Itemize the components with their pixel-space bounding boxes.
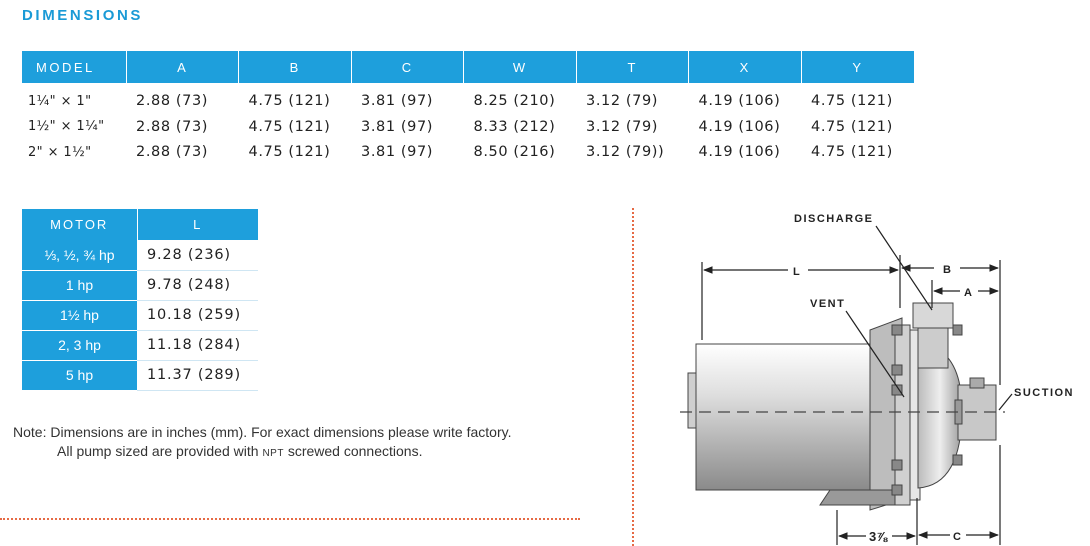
length-cell: 11.37 (289) [137,360,258,391]
table-row: 1 hp 9.78 (248) [22,270,258,301]
value-cell: 4.19 (106) [698,144,781,161]
motor-cell: 5 hp [22,360,137,391]
page-heading: DIMENSIONS [22,7,144,24]
value-cell: 4.75 (121) [248,93,331,109]
value-cell: 3.12 (79) [586,93,659,109]
motor-header-row: MOTOR L [22,209,258,240]
header-w: W [463,51,577,83]
table-row: 1½ hp 10.18 (259) [22,300,258,331]
value-cell: 4.19 (106) [698,93,781,109]
pump-dimension-drawing: L B A DISCHARGE VENT SUCTION 3⅞ C [680,213,1074,545]
label-l: L [793,266,801,278]
length-cell: 10.18 (259) [137,300,258,331]
model-cell: 1¼" × 1" [28,93,92,109]
note-line-2-end: screwed connections. [283,443,423,459]
dimensions-table: MODEL A B C W T X Y 1¼" × 1" 2.88 (73) 4… [22,51,914,165]
table-row: 2, 3 hp 11.18 (284) [22,330,258,361]
value-cell: 4.75 (121) [811,144,893,161]
length-cell: 9.78 (248) [137,270,258,301]
value-cell: 3.81 (97) [361,118,434,135]
length-cell: 9.28 (236) [137,240,258,271]
dotted-divider-vertical [632,208,634,546]
label-a: A [964,287,973,299]
note-line-2: All pump sized are provided with NPT scr… [13,442,613,463]
header-motor: MOTOR [22,209,138,240]
model-cell: 2" × 1½" [28,144,92,160]
leader-suction [998,393,1013,411]
header-a: A [126,51,239,83]
leader-discharge [875,225,933,311]
table-row: 1¼" × 1" 2.88 (73) 4.75 (121) 3.81 (97) … [22,83,914,114]
value-cell: 8.50 (216) [473,144,556,161]
value-cell: 4.75 (121) [248,144,331,161]
label-discharge: DISCHARGE [794,213,874,225]
leader-vent [845,310,905,398]
value-cell: 2.88 (73) [136,144,209,161]
value-cell: 3.81 (97) [361,144,434,161]
header-model: MODEL [22,51,127,83]
value-cell: 2.88 (73) [136,93,209,109]
table-row: 5 hp 11.37 (289) [22,360,258,391]
motor-cell: ⅓, ½, ¾ hp [22,240,137,271]
value-cell: 8.25 (210) [473,93,556,109]
note-line-1: Note: Dimensions are in inches (mm). For… [13,424,512,440]
header-b: B [238,51,352,83]
header-c: C [351,51,464,83]
table-row: 1½" × 1¼" 2.88 (73) 4.75 (121) 3.81 (97)… [22,114,914,140]
header-x: X [688,51,802,83]
label-vent: VENT [810,298,845,310]
value-cell: 8.33 (212) [473,118,556,135]
pump-illustration [687,302,997,511]
value-cell: 3.12 (79) [586,118,659,135]
label-suction: SUCTION [1014,387,1074,399]
length-cell: 11.18 (284) [137,330,258,361]
motor-cell: 2, 3 hp [22,330,137,361]
value-cell: 4.75 (121) [811,118,893,135]
table-row: 2" × 1½" 2.88 (73) 4.75 (121) 3.81 (97) … [22,140,914,166]
value-cell: 4.75 (121) [248,118,331,135]
label-foot: 3⅞ [869,529,888,544]
note-npt: NPT [262,448,284,459]
value-cell: 4.19 (106) [698,118,781,135]
label-c: C [953,531,962,543]
motor-table: MOTOR L ⅓, ½, ¾ hp 9.28 (236) 1 hp 9.78 … [22,209,258,391]
note-line-2-start: All pump sized are provided with [57,443,263,459]
header-l: L [137,209,258,240]
motor-cell: 1 hp [22,270,137,301]
value-cell: 3.12 (79)) [586,144,665,161]
value-cell: 4.75 (121) [811,93,893,109]
model-cell: 1½" × 1¼" [28,119,105,135]
dimensions-note: Note: Dimensions are in inches (mm). For… [13,423,613,463]
label-b: B [943,264,952,276]
header-y: Y [801,51,914,83]
value-cell: 2.88 (73) [136,118,209,135]
header-t: T [576,51,689,83]
table-row: ⅓, ½, ¾ hp 9.28 (236) [22,240,258,271]
value-cell: 3.81 (97) [361,93,434,109]
dotted-divider-horizontal [0,518,580,520]
dimensions-header-row: MODEL A B C W T X Y [22,51,914,83]
motor-cell: 1½ hp [22,300,137,331]
